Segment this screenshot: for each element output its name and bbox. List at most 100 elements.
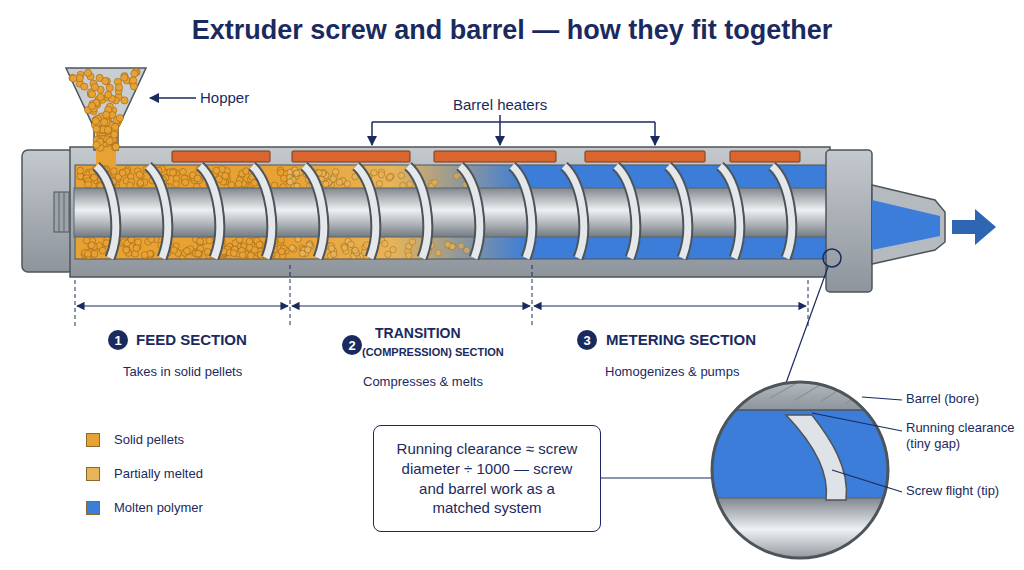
pellet	[83, 237, 90, 244]
screw-flights	[96, 166, 792, 258]
screw-flight	[252, 166, 272, 258]
flight-outline	[304, 166, 324, 258]
pellet	[141, 252, 148, 259]
screw-flight	[460, 166, 480, 258]
screw-flight	[720, 166, 740, 258]
detail-marker	[823, 249, 841, 267]
pellet	[116, 114, 123, 121]
section-note: Compresses & melts	[363, 374, 483, 390]
pellet	[104, 126, 111, 133]
pellet	[328, 245, 334, 251]
pellet	[382, 241, 388, 247]
pellet	[330, 176, 336, 182]
screw-flight	[408, 166, 428, 258]
pellet	[376, 181, 382, 187]
pellet	[406, 252, 412, 258]
leader-line	[601, 477, 712, 478]
screw-flight	[512, 166, 532, 258]
detail-leaders	[812, 397, 902, 492]
pellet	[195, 250, 202, 257]
pellet	[184, 248, 191, 255]
pellet	[97, 94, 104, 101]
callout-box: Running clearance ≈ screw diameter ÷ 100…	[373, 425, 601, 532]
pellet	[182, 179, 189, 186]
legend-swatch	[86, 433, 100, 447]
section-boundaries	[75, 265, 808, 326]
section-name: TRANSITION	[375, 325, 461, 343]
part-label: Barrel heaters	[453, 96, 547, 115]
pellet	[130, 77, 137, 84]
pellet	[85, 181, 92, 188]
barrel	[70, 147, 830, 277]
pellet	[115, 84, 122, 91]
flight-outline	[96, 166, 116, 258]
pellet	[131, 70, 138, 77]
pellet	[435, 250, 441, 256]
pellet	[76, 75, 83, 82]
part-label: Hopper	[200, 89, 249, 108]
legend-text: Solid pellets	[114, 432, 184, 448]
pellet	[444, 241, 450, 247]
pellet	[432, 179, 438, 185]
section-note: Homogenizes & pumps	[605, 364, 739, 380]
pellet	[378, 172, 384, 178]
pellet	[93, 141, 100, 148]
pellet	[112, 123, 119, 130]
callout-number: 1	[108, 330, 128, 350]
pellet	[251, 247, 258, 254]
flight-outline	[668, 166, 688, 258]
pellet	[111, 131, 118, 138]
pellet	[171, 247, 178, 254]
flight-outline	[408, 166, 428, 258]
pellet	[84, 250, 91, 257]
pellet	[336, 179, 342, 185]
pellet	[206, 237, 213, 244]
pellet	[123, 246, 130, 253]
pellet	[294, 170, 300, 176]
pellet	[148, 251, 155, 258]
detail-circle	[712, 382, 888, 558]
pellet	[385, 251, 391, 257]
flight-outline	[252, 166, 272, 258]
pellet	[348, 241, 354, 247]
pellet	[281, 175, 288, 182]
screw-flight	[148, 166, 168, 258]
pellet	[137, 180, 144, 187]
pellet	[119, 170, 126, 177]
pellet	[287, 179, 293, 185]
pellet	[180, 168, 187, 175]
pellet	[398, 172, 404, 178]
nozzle	[872, 185, 945, 264]
callout-text: Running clearance ≈ screw diameter ÷ 100…	[390, 439, 584, 519]
pellet	[323, 181, 329, 187]
pellet	[112, 143, 119, 150]
screw-flight	[200, 166, 220, 258]
legend-swatch	[86, 467, 100, 481]
pellet	[101, 119, 108, 126]
flight-outline	[564, 166, 584, 258]
legend-text: Partially melted	[114, 466, 203, 482]
pellet	[105, 91, 112, 98]
pellet	[239, 252, 246, 259]
screw-flight	[96, 166, 116, 258]
pellet	[84, 69, 91, 76]
pellet	[344, 181, 350, 187]
pellet	[88, 102, 95, 109]
pellet	[331, 251, 337, 257]
pellet	[458, 243, 464, 249]
callout-number: 2	[342, 335, 362, 355]
legend-text: Molten polymer	[114, 500, 203, 516]
pellet	[102, 77, 109, 84]
detail-magnifier	[700, 370, 900, 570]
flow-arrow	[952, 209, 996, 245]
section-name: (COMPRESSION) SECTION	[362, 346, 504, 360]
pellet	[136, 171, 143, 178]
screw-flight	[772, 166, 792, 258]
pellet	[81, 83, 88, 90]
part-label: Barrel (bore)	[906, 391, 979, 407]
part-label: Running clearance (tiny gap)	[906, 420, 1024, 453]
pellet	[213, 167, 220, 174]
pellet	[133, 245, 140, 252]
pellet	[103, 111, 110, 118]
